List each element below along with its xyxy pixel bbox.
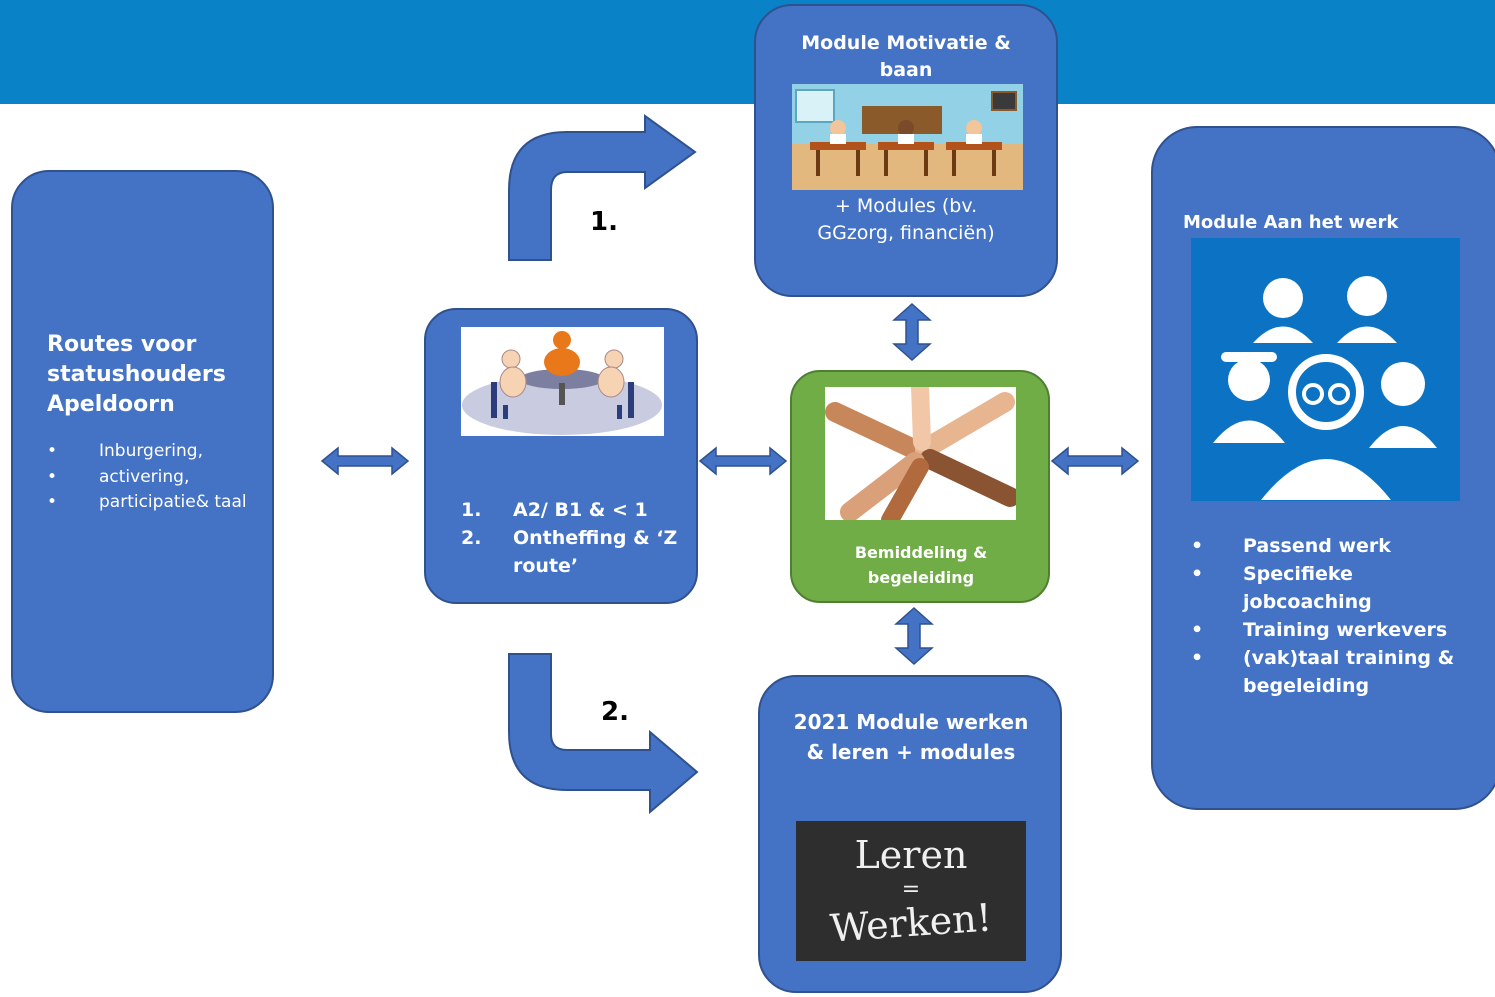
- list-item: Passend werk: [1191, 532, 1461, 560]
- list-item: 2. Ontheffing & ‘Z route’: [461, 524, 691, 580]
- list-item: participatie& taal: [47, 490, 257, 514]
- header-bar: [0, 0, 1495, 104]
- list-item: Specifieke jobcoaching: [1191, 560, 1461, 616]
- middle-double-arrow: [698, 446, 788, 476]
- item-number: 1.: [461, 499, 482, 521]
- motivatie-box: Module Motivatie & baan + Modules (bv. G…: [754, 4, 1058, 297]
- intake-list: 1. A2/ B1 & < 1 2. Ontheffing & ‘Z route…: [461, 496, 691, 580]
- route-2-label: 2.: [585, 688, 645, 736]
- routes-box: Routes voor statushouders Apeldoorn Inbu…: [11, 170, 274, 713]
- route-1-arrow: [508, 114, 697, 261]
- chalk-text: =: [901, 877, 921, 902]
- left-double-arrow: [320, 446, 410, 476]
- item-text: Ontheffing & ‘Z route’: [513, 527, 678, 577]
- meeting-table-illustration: [461, 327, 664, 436]
- chalkboard-image: Leren = Werken!: [796, 821, 1026, 961]
- motivatie-subtitle: + Modules (bv. GGzorg, financiën): [817, 195, 995, 244]
- classroom-illustration: [792, 84, 1023, 190]
- werken-leren-title: 2021 Module werken & leren + modules: [793, 710, 1029, 764]
- top-vertical-double-arrow: [892, 302, 932, 362]
- list-item: activering,: [47, 464, 257, 490]
- list-item: Inburgering,: [47, 438, 257, 464]
- routes-list: Inburgering, activering, participatie& t…: [47, 438, 257, 514]
- intake-box: 1. A2/ B1 & < 1 2. Ontheffing & ‘Z route…: [424, 308, 698, 604]
- chalk-text: Leren: [854, 833, 968, 877]
- bemiddeling-box: Bemiddeling & begeleiding: [790, 370, 1050, 603]
- list-item: 1. A2/ B1 & < 1: [461, 496, 691, 524]
- aan-het-werk-list: Passend werk Specifieke jobcoaching Trai…: [1191, 532, 1461, 700]
- motivatie-title: Module Motivatie & baan: [801, 32, 1011, 81]
- list-item: Training werkevers: [1191, 616, 1461, 644]
- joined-hands-photo: [825, 387, 1016, 520]
- route-1-label: 1.: [574, 198, 634, 246]
- route-2-arrow: [508, 653, 699, 815]
- right-double-arrow: [1050, 446, 1140, 476]
- bottom-vertical-double-arrow: [894, 606, 934, 666]
- people-group-icon: [1191, 238, 1460, 501]
- bemiddeling-title: Bemiddeling & begeleiding: [854, 543, 988, 587]
- routes-title: Routes voor statushouders Apeldoorn: [47, 332, 226, 417]
- aan-het-werk-box: Module Aan het werk Passend werk: [1151, 126, 1495, 810]
- list-item: (vak)taal training & begeleiding: [1191, 644, 1461, 700]
- item-text: A2/ B1 & < 1: [513, 499, 648, 521]
- werken-leren-box: 2021 Module werken & leren + modules Ler…: [758, 675, 1062, 993]
- chalk-text: Werken!: [828, 895, 994, 951]
- item-number: 2.: [461, 527, 482, 549]
- aan-het-werk-title: Module Aan het werk: [1183, 212, 1399, 233]
